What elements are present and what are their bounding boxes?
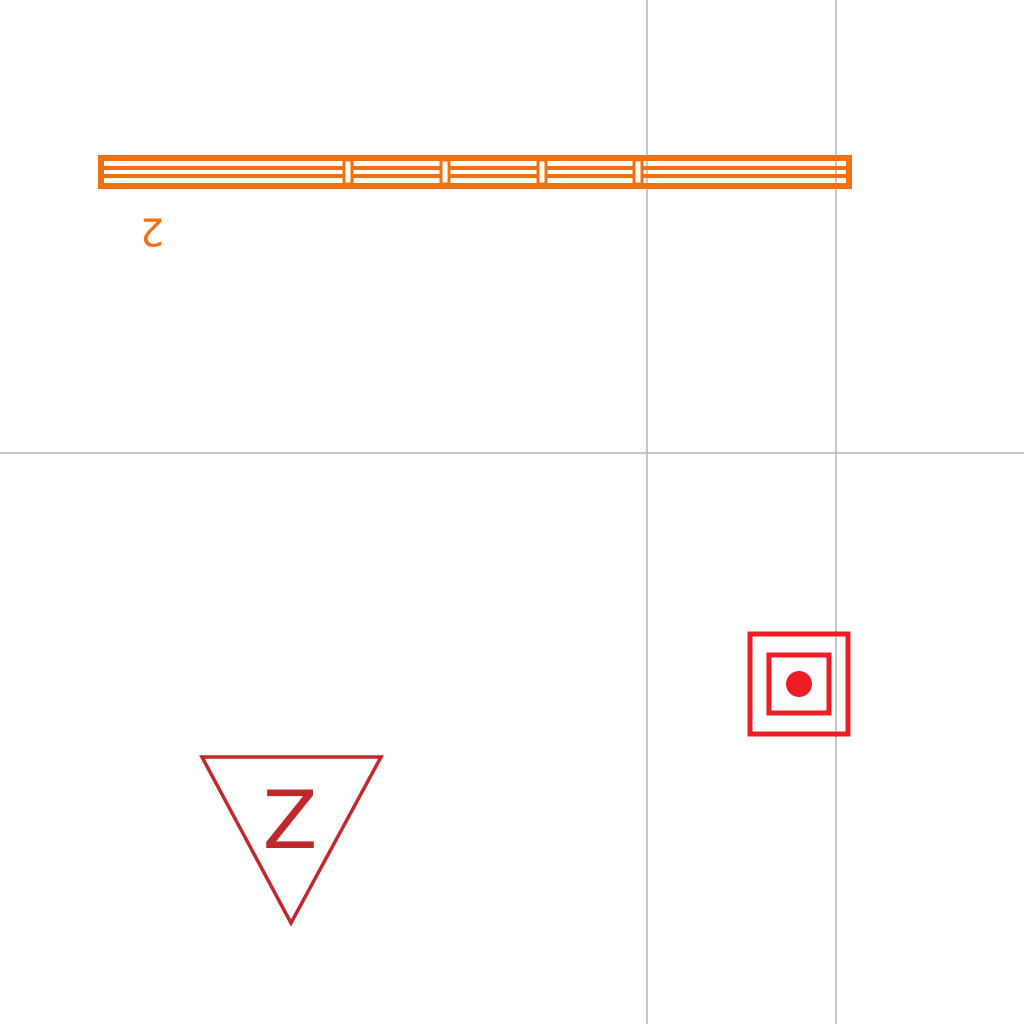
target-center-dot xyxy=(786,671,812,697)
truss-divider xyxy=(439,158,451,186)
target-outer-square xyxy=(747,631,851,737)
truss-divider xyxy=(536,158,548,186)
truss-label: 2 xyxy=(140,210,164,254)
triangle-label: Z xyxy=(263,774,318,867)
inverted-triangle xyxy=(199,755,384,927)
truss-dividers xyxy=(342,158,644,186)
truss-divider xyxy=(342,158,354,186)
truss-divider xyxy=(632,158,644,186)
triangle-symbol[interactable]: Z xyxy=(199,755,384,927)
target-inner-square xyxy=(766,652,832,716)
truss-symbol[interactable]: 2 xyxy=(98,155,852,254)
square-target-icon[interactable] xyxy=(747,631,851,737)
truss-outer-frame xyxy=(98,155,852,189)
